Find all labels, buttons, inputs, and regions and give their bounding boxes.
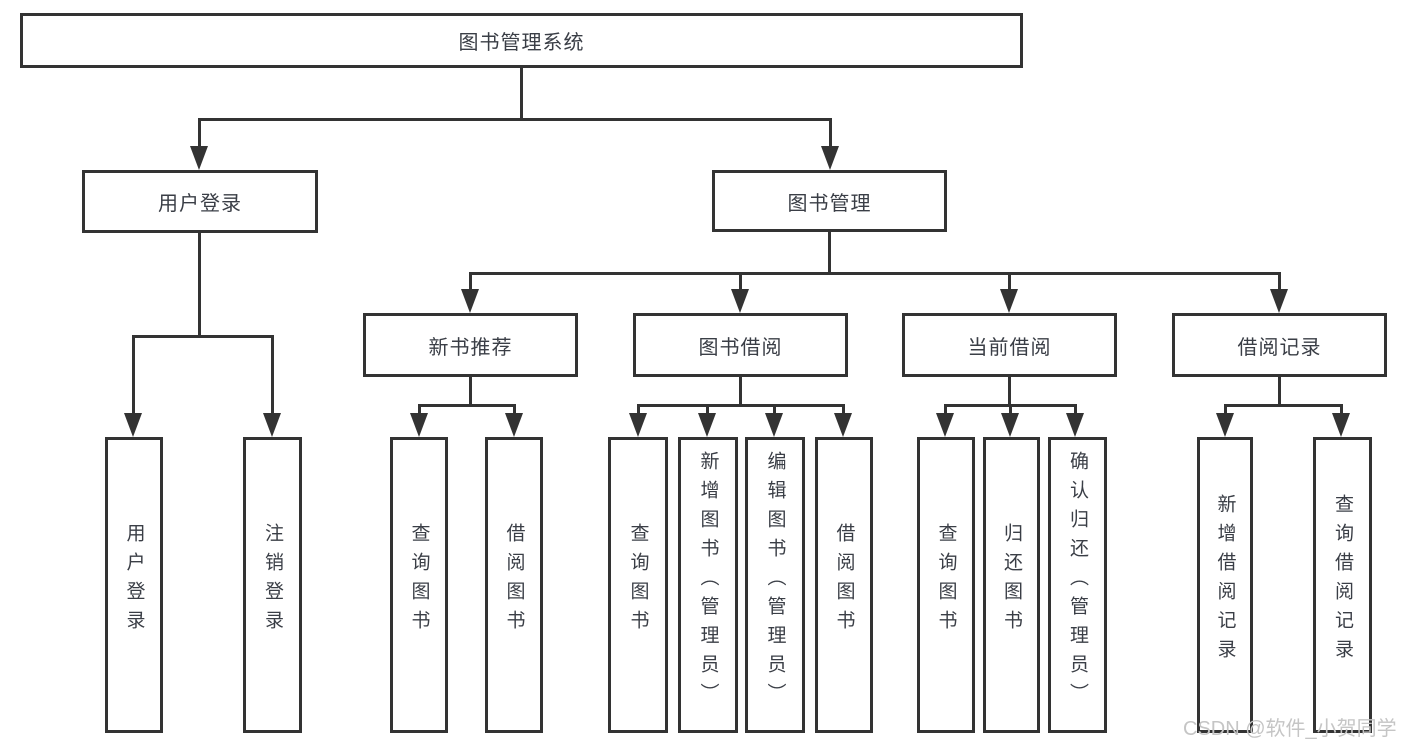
arrowhead-down [263, 413, 281, 437]
connector-line [842, 404, 845, 414]
leaf-query-books-current-label: 查询图书 [935, 523, 957, 639]
connector-line [1008, 272, 1011, 291]
node-user-login: 用户登录 [82, 170, 318, 233]
leaf-logout-label: 注销登录 [262, 523, 283, 639]
leaf-borrow-books-recommend: 借阅图书 [485, 437, 543, 733]
leaf-query-books-current: 查询图书 [917, 437, 975, 733]
node-root: 图书管理系统 [20, 13, 1023, 68]
node-book-management: 图书管理 [712, 170, 947, 232]
connector-line [739, 272, 742, 291]
connector-line [520, 68, 523, 121]
connector-line [418, 404, 421, 414]
node-book-borrow-label: 图书借阅 [698, 336, 783, 359]
arrowhead-down [124, 413, 142, 437]
watermark: CSDN @软件_小贺同学 [1183, 718, 1397, 740]
node-root-label: 图书管理系统 [458, 32, 585, 54]
connector-line [706, 404, 709, 414]
connector-line [469, 272, 1281, 275]
leaf-query-books-borrow-label: 查询图书 [627, 523, 649, 639]
leaf-add-borrow-record-label: 新增借阅记录 [1214, 494, 1236, 668]
arrowhead-down [1000, 289, 1018, 313]
node-new-book-recommend: 新书推荐 [363, 313, 578, 377]
connector-line [132, 335, 135, 415]
arrowhead-down [765, 413, 783, 437]
leaf-return-books: 归还图书 [983, 437, 1040, 733]
leaf-add-books-admin-label: 新增图书（管理员） [697, 450, 719, 712]
arrowhead-down [834, 413, 852, 437]
arrowhead-down [731, 289, 749, 313]
node-borrow-records: 借阅记录 [1172, 313, 1387, 377]
connector-line [513, 404, 516, 414]
arrowhead-down [190, 146, 208, 170]
connector-line [1009, 404, 1012, 414]
leaf-query-borrow-record-label: 查询借阅记录 [1332, 494, 1353, 668]
leaf-return-books-label: 归还图书 [1001, 523, 1022, 639]
connector-line [469, 377, 472, 407]
connector-line [1340, 404, 1343, 414]
connector-line [198, 233, 201, 338]
connector-line [198, 118, 201, 148]
connector-line [828, 232, 831, 275]
connector-line [637, 404, 845, 407]
connector-line [773, 404, 776, 414]
leaf-confirm-return-admin: 确认归还（管理员） [1048, 437, 1107, 733]
connector-line [1224, 404, 1343, 407]
node-book-management-label: 图书管理 [787, 192, 872, 215]
leaf-borrow-books-label: 借阅图书 [833, 523, 855, 639]
connector-line [1224, 404, 1227, 414]
leaf-edit-books-admin-label: 编辑图书（管理员） [764, 450, 786, 712]
leaf-confirm-return-admin-label: 确认归还（管理员） [1067, 450, 1088, 712]
node-current-borrow: 当前借阅 [902, 313, 1117, 377]
connector-line [132, 335, 274, 338]
connector-line [271, 335, 274, 415]
leaf-query-books-recommend-label: 查询图书 [408, 523, 430, 639]
arrowhead-down [461, 289, 479, 313]
arrowhead-down [1216, 413, 1234, 437]
node-current-borrow-label: 当前借阅 [967, 336, 1052, 359]
leaf-edit-books-admin: 编辑图书（管理员） [745, 437, 805, 733]
connector-line [1278, 377, 1281, 407]
leaf-query-books-recommend: 查询图书 [390, 437, 448, 733]
node-borrow-records-label: 借阅记录 [1237, 336, 1322, 359]
arrowhead-down [505, 413, 523, 437]
arrowhead-down [1270, 289, 1288, 313]
leaf-add-borrow-record: 新增借阅记录 [1197, 437, 1253, 733]
arrowhead-down [1332, 413, 1350, 437]
connector-line [637, 404, 640, 414]
connector-line [944, 404, 947, 414]
leaf-query-books-borrow: 查询图书 [608, 437, 668, 733]
connector-line [1074, 404, 1077, 414]
connector-line [198, 118, 832, 121]
arrowhead-down [1066, 413, 1084, 437]
node-new-book-recommend-label: 新书推荐 [428, 336, 513, 359]
connector-line [1278, 272, 1281, 291]
connector-line [418, 404, 516, 407]
leaf-query-borrow-record: 查询借阅记录 [1313, 437, 1372, 733]
node-user-login-label: 用户登录 [158, 193, 242, 215]
arrowhead-down [698, 413, 716, 437]
connector-line [1008, 377, 1011, 407]
arrowhead-down [1001, 413, 1019, 437]
arrowhead-down [410, 413, 428, 437]
leaf-add-books-admin: 新增图书（管理员） [678, 437, 738, 733]
leaf-borrow-books-recommend-label: 借阅图书 [503, 523, 525, 639]
arrowhead-down [936, 413, 954, 437]
node-book-borrow: 图书借阅 [633, 313, 848, 377]
arrowhead-down [629, 413, 647, 437]
connector-line [829, 118, 832, 148]
leaf-borrow-books: 借阅图书 [815, 437, 873, 733]
arrowhead-down [821, 146, 839, 170]
connector-line [739, 377, 742, 407]
connector-line [469, 272, 472, 291]
leaf-user-login: 用户登录 [105, 437, 163, 733]
leaf-logout: 注销登录 [243, 437, 302, 733]
leaf-user-login-label: 用户登录 [123, 523, 145, 639]
